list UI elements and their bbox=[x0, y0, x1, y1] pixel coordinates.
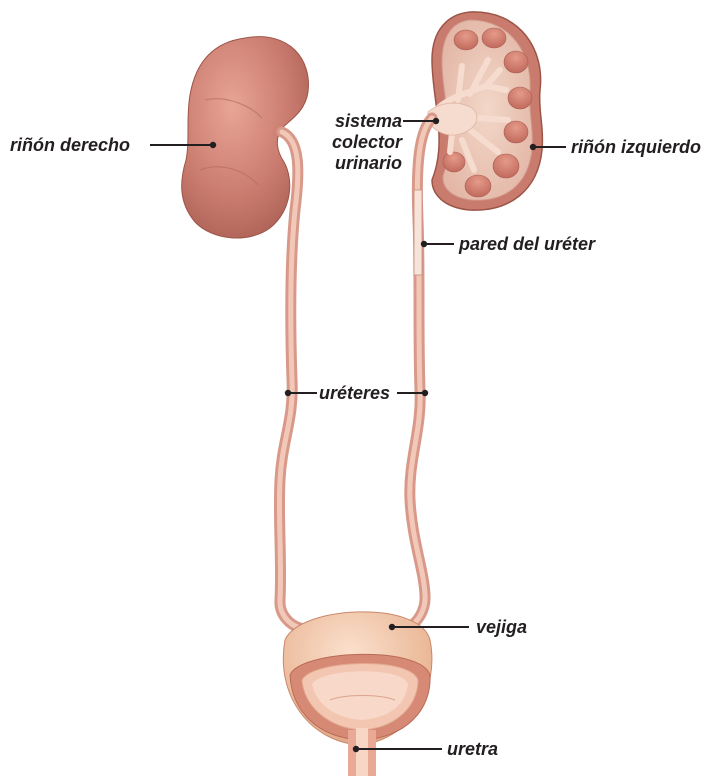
label-ureters: uréteres bbox=[319, 383, 390, 404]
label-collecting-system-line2: colector bbox=[318, 132, 402, 153]
urethra bbox=[348, 728, 376, 776]
label-urethra: uretra bbox=[447, 739, 498, 760]
label-collecting-system: sistema colector urinario bbox=[318, 111, 402, 174]
label-left-kidney: riñón izquierdo bbox=[571, 137, 701, 158]
label-bladder: vejiga bbox=[476, 617, 527, 638]
bladder bbox=[283, 612, 432, 745]
label-collecting-system-line3: urinario bbox=[318, 153, 402, 174]
left-kidney bbox=[428, 12, 542, 210]
ureter-wall-section bbox=[414, 190, 422, 275]
label-collecting-system-line1: sistema bbox=[318, 111, 402, 132]
label-ureter-wall: pared del uréter bbox=[459, 234, 595, 255]
label-right-kidney: riñón derecho bbox=[10, 135, 130, 156]
